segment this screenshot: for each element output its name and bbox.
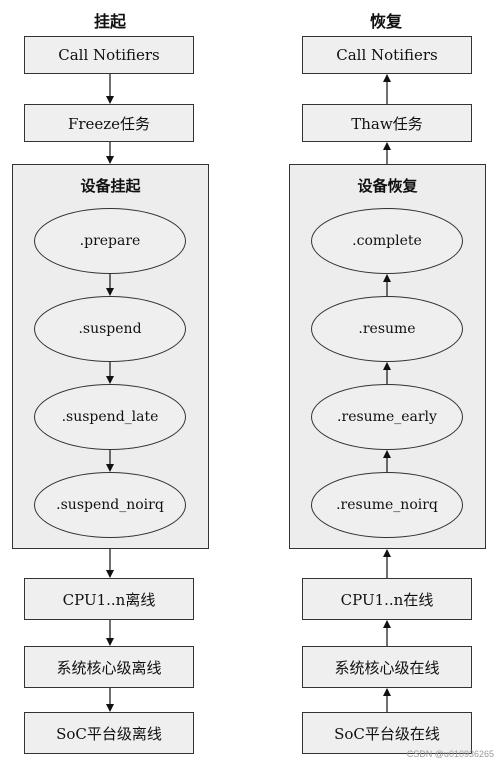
complete-phase: .complete [311,208,463,274]
suspend-late-phase: .suspend_late [34,384,186,450]
right-thaw-tasks-box: Thaw任务 [302,104,472,142]
device-suspend-title: 设备挂起 [80,177,141,195]
resume-noirq-phase: .resume_noirq [311,472,463,538]
suspend-noirq-phase: .suspend_noirq [34,472,186,538]
soc-online-box: SoC平台级在线 [302,712,472,754]
suspend-phase: .suspend [34,296,186,362]
watermark: CSDN @u010936265 [406,749,494,759]
core-online-box: 系统核心级在线 [302,646,472,688]
device-resume-title: 设备恢复 [357,177,418,195]
cpu-online-box: CPU1..n在线 [302,578,472,620]
core-offline-box: 系统核心级离线 [24,646,194,688]
left-freeze-tasks-box: Freeze任务 [24,104,194,142]
prepare-phase: .prepare [34,208,186,274]
right-column-title: 恢复 [369,12,402,31]
cpu-offline-box: CPU1..n离线 [24,578,194,620]
resume-phase: .resume [311,296,463,362]
soc-offline-box: SoC平台级离线 [24,712,194,754]
right-call-notifiers-box: Call Notifiers [302,36,472,74]
left-column-title: 挂起 [93,12,126,31]
left-call-notifiers-box: Call Notifiers [24,36,194,74]
resume-early-phase: .resume_early [311,384,463,450]
